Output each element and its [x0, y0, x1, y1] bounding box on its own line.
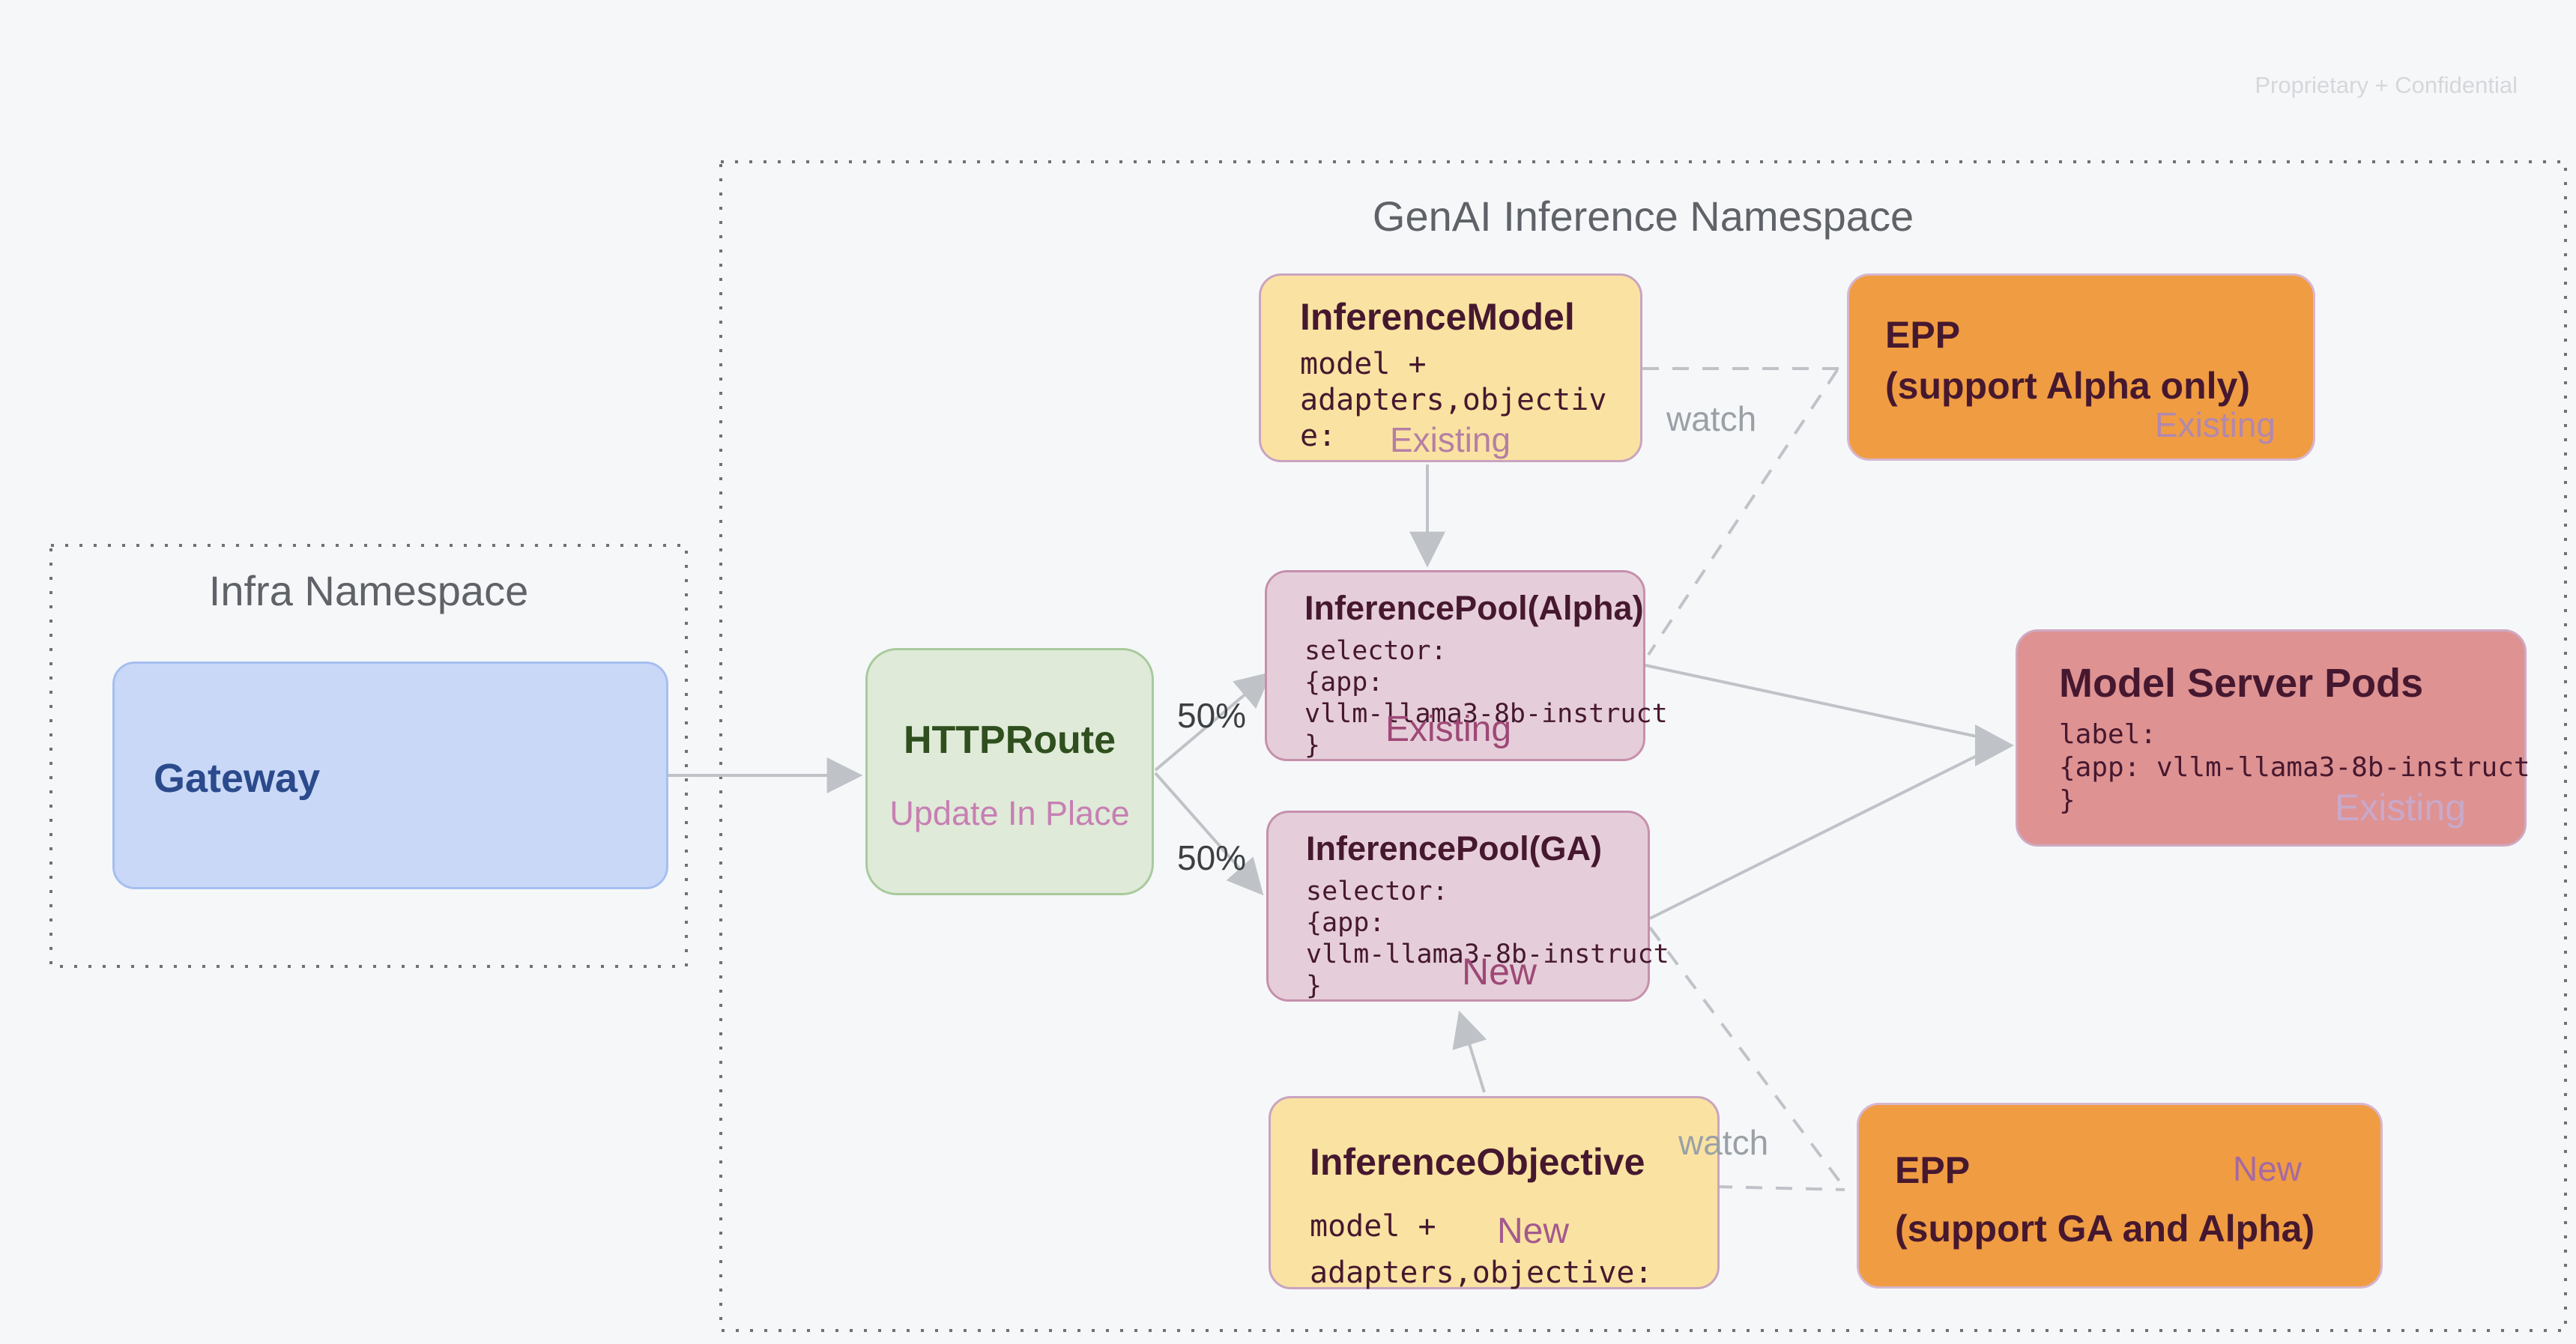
traffic-split-label-top: 50%	[1177, 696, 1247, 735]
httproute-subtitle: Update In Place	[889, 794, 1130, 832]
edge-watch-inferenceobjective-epp	[1715, 1185, 1845, 1191]
inference-pool-ga-title: InferencePool(GA)	[1306, 829, 1603, 868]
status-badge: New	[1497, 1211, 1570, 1251]
node-httproute: HTTPRoute Update In Place	[865, 648, 1154, 895]
node-inference-pool-ga: InferencePool(GA) selector:{app:vllm-lla…	[1266, 811, 1669, 1002]
node-inference-objective: InferenceObjective model + New adapters,…	[1269, 1096, 1720, 1290]
gateway-label: Gateway	[154, 756, 321, 801]
httproute-title: HTTPRoute	[903, 718, 1116, 762]
node-gateway: Gateway	[112, 662, 668, 889]
infra-namespace-title: Infra Namespace	[208, 567, 529, 614]
edge-pool-ga-to-pods	[1649, 749, 1988, 920]
watch-label-top: watch	[1666, 399, 1757, 438]
inference-objective-code-line2: adapters,objective:	[1310, 1256, 1653, 1290]
edge-pods-arrowhead	[1975, 724, 2014, 766]
epp-alpha-title-line2: (support Alpha only)	[1885, 365, 2250, 407]
inference-pool-ga-code: selector:{app:vllm-llama3-8b-instruct}	[1306, 877, 1669, 1001]
epp-ga-title-line2: (support GA and Alpha)	[1895, 1208, 2315, 1250]
edge-watch-pool-ga-epp	[1648, 926, 1846, 1190]
model-server-pods-code: label:{app: vllm-llama3-8b-instruct}	[2059, 719, 2530, 816]
status-badge: Existing	[2154, 405, 2276, 444]
epp-ga-title-line1: EPP	[1895, 1149, 1971, 1191]
epp-alpha-title-line1: EPP	[1885, 314, 1961, 356]
node-epp-ga-and-alpha: EPP (support GA and Alpha) New	[1857, 1103, 2383, 1289]
inference-pool-alpha-title: InferencePool(Alpha)	[1304, 589, 1644, 627]
inference-objective-code-line1: model +	[1310, 1209, 1436, 1244]
model-server-pods-title: Model Server Pods	[2059, 661, 2424, 706]
status-badge: Existing	[1390, 420, 1511, 459]
edge-httproute-to-pool-ga	[1154, 772, 1264, 896]
edge-watch-epp-pool-alpha	[1647, 369, 1839, 656]
edge-inferenceobjective-to-pool-ga	[1452, 1010, 1487, 1093]
inference-pool-alpha-code: selector:{app:vllm-llama3-8b-instruct}	[1304, 636, 1668, 760]
traffic-split-label-bottom: 50%	[1177, 838, 1247, 877]
watermark: Proprietary + Confidential	[2255, 72, 2518, 98]
edge-httproute-to-pool-alpha	[1154, 671, 1272, 772]
status-badge: Existing	[1385, 709, 1512, 749]
watch-label-bottom: watch	[1678, 1123, 1769, 1162]
inference-objective-title: InferenceObjective	[1310, 1141, 1645, 1183]
genai-namespace-title: GenAI Inference Namespace	[1372, 193, 1914, 240]
node-epp-alpha-only: EPP (support Alpha only) Existing	[1847, 273, 2315, 461]
node-model-server-pods: Model Server Pods label:{app: vllm-llama…	[2016, 629, 2530, 847]
edge-pool-alpha-to-pods	[1645, 664, 1988, 740]
status-badge: New	[2232, 1149, 2302, 1188]
status-badge: New	[1462, 951, 1538, 993]
node-inference-pool-alpha: InferencePool(Alpha) selector:{app:vllm-…	[1265, 570, 1668, 761]
status-badge: Existing	[2334, 787, 2466, 829]
inference-model-title: InferenceModel	[1300, 296, 1575, 338]
